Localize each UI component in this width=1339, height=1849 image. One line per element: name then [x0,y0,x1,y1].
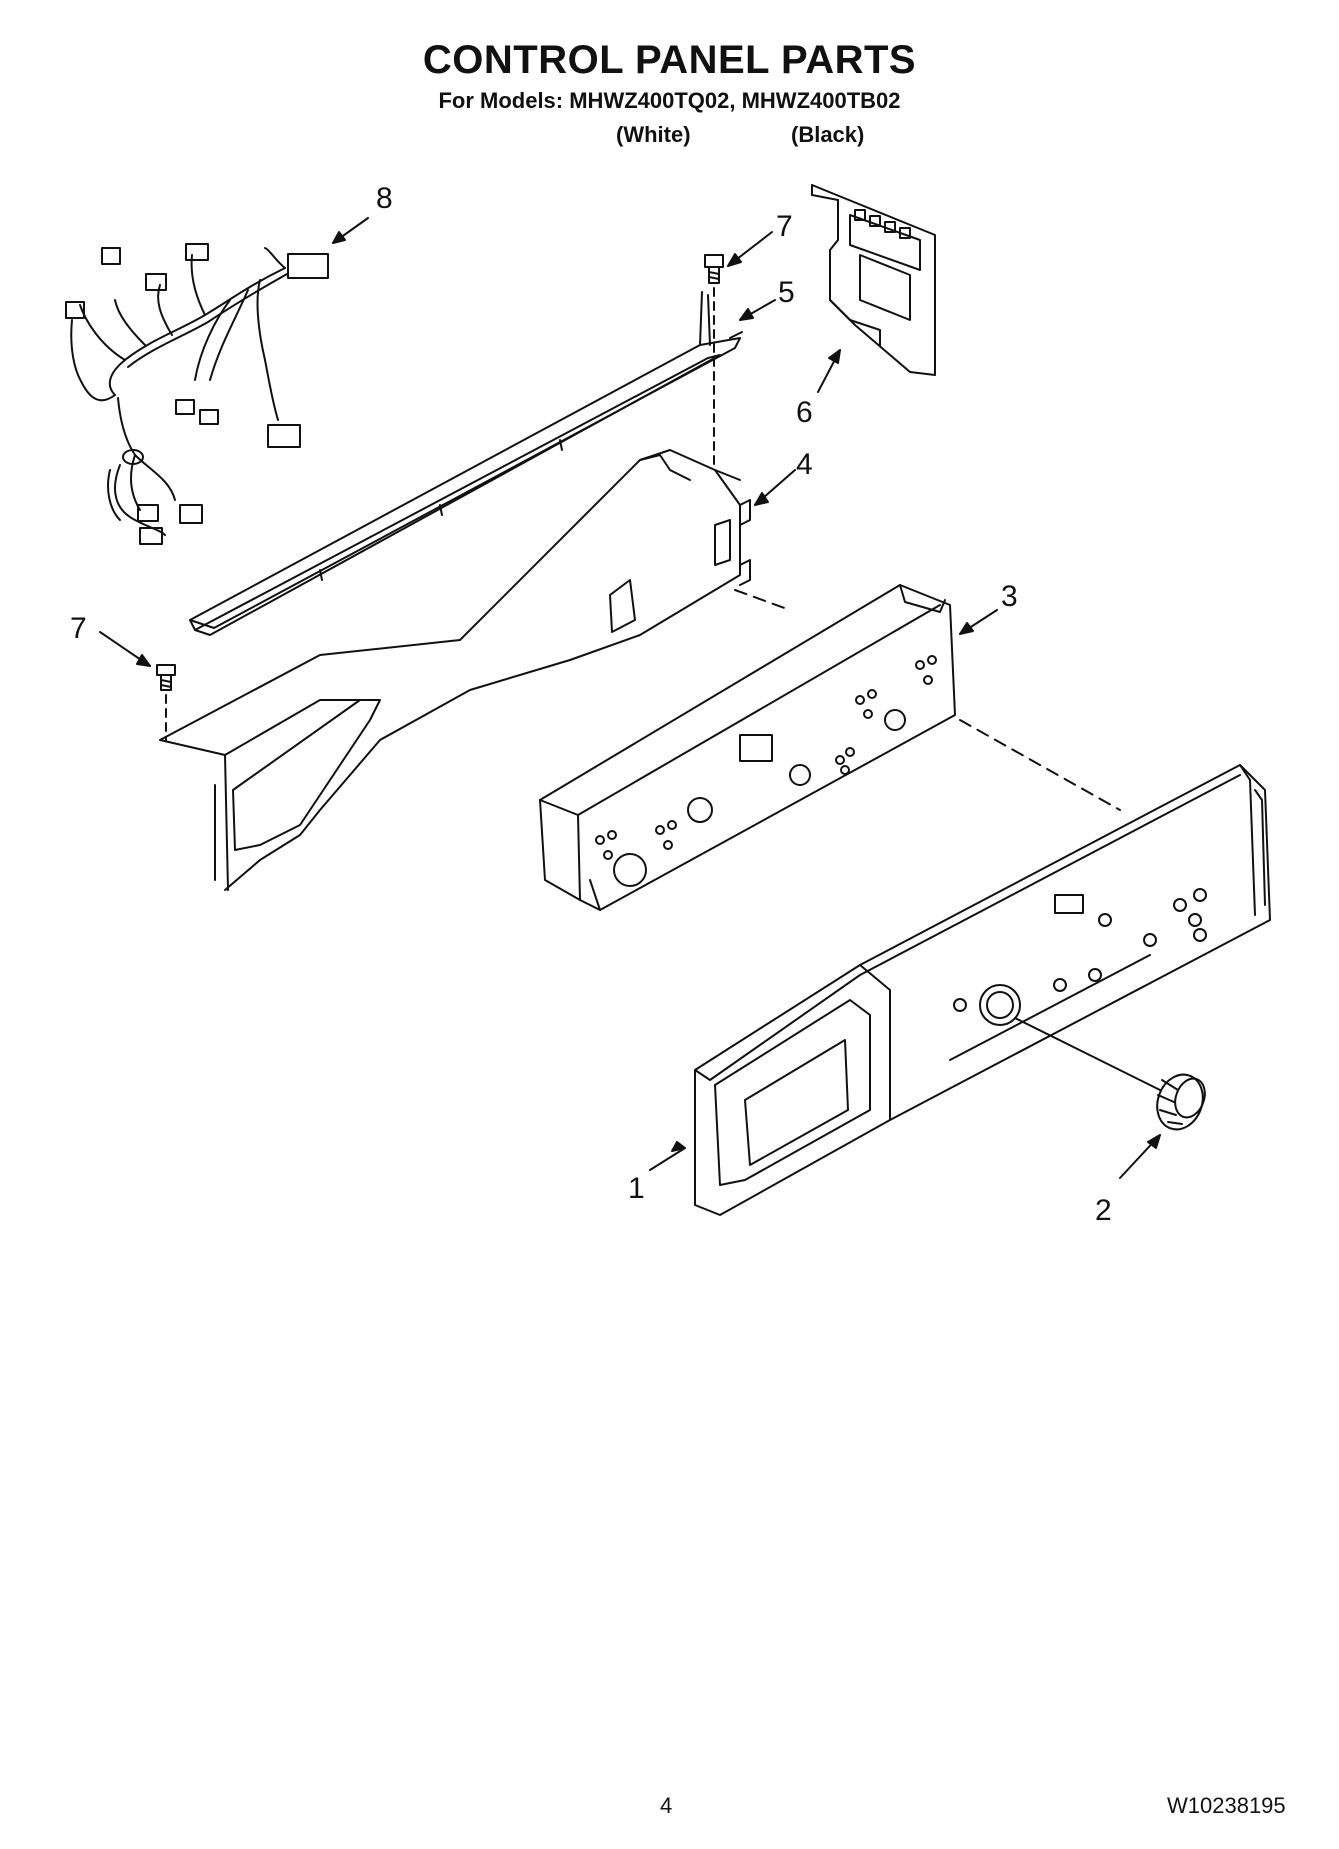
callout-arrowhead-4 [754,492,769,506]
callout-7-upper: 7 [776,210,793,243]
variant-white-label: (White) [616,122,691,147]
knob-guide-line [1014,1017,1161,1091]
bracket-bar-part [189,291,743,636]
console-panel-part [694,764,1271,1216]
screw-lower-part [156,664,176,691]
page-number: 4 [660,1793,673,1818]
callout-arrowhead-2 [1147,1134,1161,1149]
callout-1: 1 [628,1172,645,1205]
callout-leader-1 [649,1147,686,1171]
wire-harness-part [65,243,329,545]
page-title: CONTROL PANEL PARTS [422,38,917,82]
callout-arrowhead-7b [136,654,151,667]
callout-4: 4 [796,448,813,481]
panel-frame-part [159,449,751,891]
board-to-panel-guide-line [959,719,1121,811]
callout-arrowhead-7a [727,253,742,267]
callout-7-lower: 7 [70,612,87,645]
callout-arrowhead-1 [671,1141,686,1152]
callout-arrowhead-3 [959,622,974,635]
callout-8: 8 [376,182,393,215]
callout-2: 2 [1095,1194,1112,1227]
screw-upper-part [704,254,724,284]
ui-board-part [539,584,956,911]
frame-to-board-guide-line [734,589,791,611]
callout-arrowhead-8 [332,231,346,244]
models-line: For Models: MHWZ400TQ02, MHWZ400TB02 [438,88,901,113]
callout-arrowhead-6 [828,349,841,364]
callout-arrowhead-5 [739,308,754,321]
document-number: W10238195 [1167,1793,1286,1818]
control-module-part [811,184,936,376]
callout-5: 5 [778,276,795,309]
callout-3: 3 [1001,580,1018,613]
knob-part [1156,1073,1206,1131]
callout-6: 6 [796,396,813,429]
variant-black-label: (Black) [791,122,865,147]
